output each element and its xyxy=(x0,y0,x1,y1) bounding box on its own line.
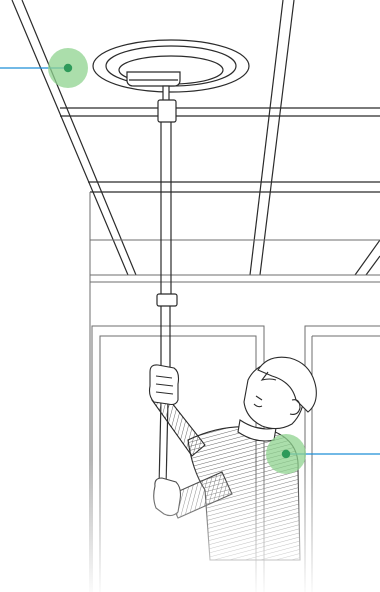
installer-callout[interactable] xyxy=(266,434,380,474)
bottom-fade xyxy=(0,300,380,592)
ceiling-mounted-device xyxy=(92,39,250,93)
ceiling-mount-callout[interactable] xyxy=(0,48,88,88)
ceiling-rail-right-1 xyxy=(354,239,380,276)
ceiling-rail-right-2 xyxy=(365,255,380,276)
hotspot-dot-icon xyxy=(63,63,73,73)
hotspot-dot-icon xyxy=(281,449,291,459)
ceiling-rail-center-outer xyxy=(249,0,284,276)
ceiling-grid xyxy=(11,0,380,276)
ceiling-rail-left-inner xyxy=(21,0,137,276)
ceiling-rail-left-outer xyxy=(11,0,129,276)
ceiling-rail-center-inner xyxy=(259,0,295,276)
